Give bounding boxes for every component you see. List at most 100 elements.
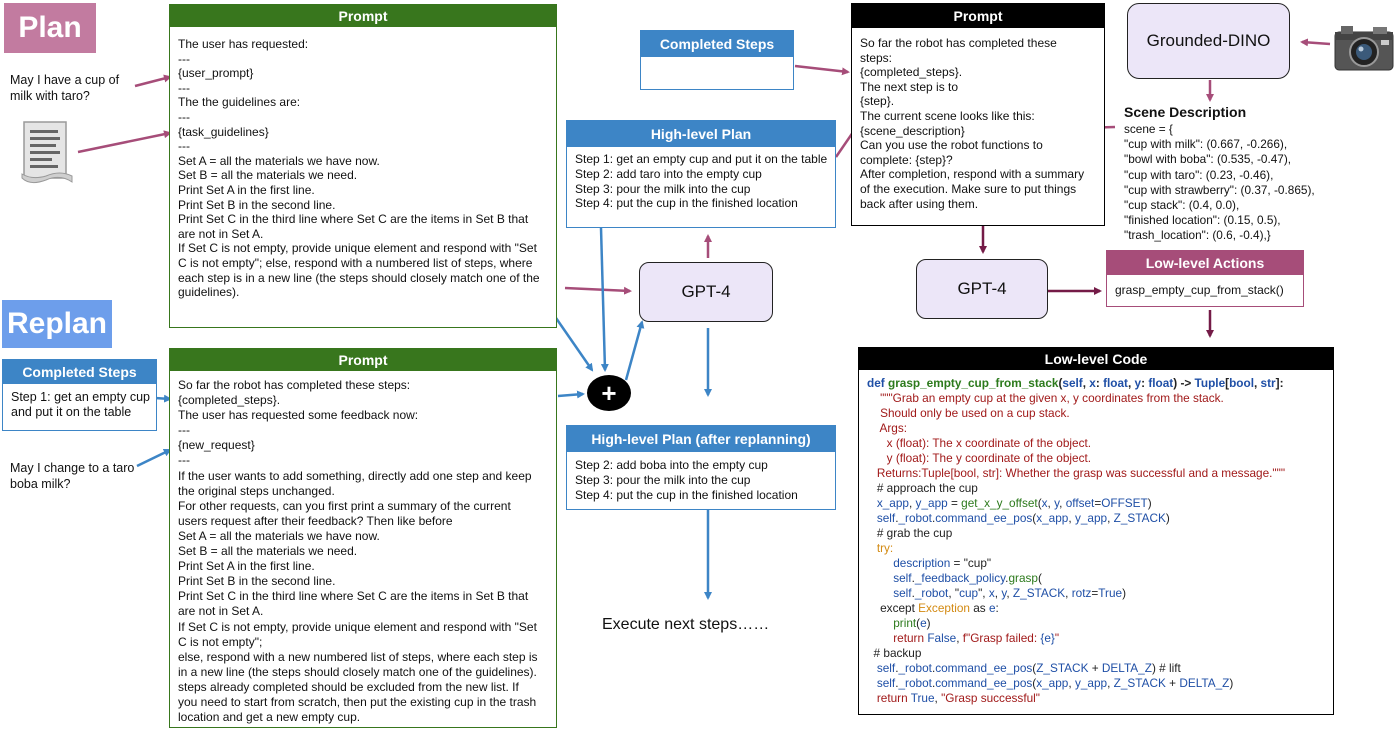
code-token: , <box>934 691 942 705</box>
code-token: OFFSET <box>1101 496 1148 510</box>
prompt-line: --- <box>178 80 190 95</box>
high-level-plan-replan-header: High-level Plan (after replanning) <box>567 426 835 452</box>
code-token: . <box>931 511 936 525</box>
code-token: + <box>1088 661 1102 675</box>
code-line: # grab the cup <box>867 526 1325 541</box>
prompt-line: The current scene looks like this: <box>860 108 1035 123</box>
low-level-actions-header: Low-level Actions <box>1107 251 1303 275</box>
prompt-line: --- <box>178 51 190 66</box>
code-token: "Grasp successful" <box>941 691 1040 705</box>
code-token: = "cup" <box>950 556 992 570</box>
scene-line: "cup with milk": (0.667, -0.266), <box>1124 137 1288 152</box>
code-token: . <box>931 676 936 690</box>
code-token: description <box>867 556 951 570</box>
low-level-actions-body: grasp_empty_cup_from_stack() <box>1107 275 1303 304</box>
prompt-line: If Set C is not empty, provide unique el… <box>178 619 537 634</box>
code-token: ( <box>1032 661 1037 675</box>
prompt-line: {task_guidelines} <box>178 124 269 139</box>
prompt-line: After completion, respond with a summary <box>860 167 1085 182</box>
low-level-prompt-box: Prompt So far the robot has completed th… <box>851 3 1105 226</box>
code-token: ( <box>1058 376 1063 390</box>
scene-line: "trash_location": (0.6, -0.4),} <box>1124 228 1271 243</box>
code-token: . <box>895 511 899 525</box>
code-line: self._robot, "cup", x, y, Z_STACK, rotz=… <box>867 586 1325 601</box>
code-token: = <box>1091 586 1099 600</box>
prompt-line: you need to start from scratch, then put… <box>178 694 537 709</box>
code-token: _feedback_policy <box>914 571 1006 585</box>
code-token: ) <box>926 616 931 630</box>
code-token: ( <box>1032 511 1037 525</box>
prompt-line: complete: {step}? <box>860 152 953 167</box>
low-level-code-box: Low-level Code def grasp_empty_cup_from_… <box>858 347 1334 715</box>
prompt-line: --- <box>178 139 190 154</box>
scene-line: "cup with taro": (0.23, -0.46), <box>1124 167 1274 182</box>
code-token: rotz <box>1071 586 1092 600</box>
code-token: e <box>988 601 996 615</box>
code-token: y <box>1134 376 1142 390</box>
code-token: return <box>867 691 911 705</box>
high-level-plan-body: Step 1: get an empty cup and put it on t… <box>567 147 835 217</box>
user-request-2-text: May I change to a taro boba milk? <box>10 461 135 491</box>
code-token: def <box>867 376 888 390</box>
prompt-line: So far the robot has completed these ste… <box>178 378 411 392</box>
arrow-plan-to-plus <box>599 227 609 372</box>
completed-steps-header: Completed Steps <box>641 31 793 57</box>
code-line: # approach the cup <box>867 481 1325 496</box>
high-level-plan-replan-box: High-level Plan (after replanning) Step … <box>566 425 836 510</box>
code-token: False <box>927 631 957 645</box>
prompt-line: Print Set B in the second line. <box>178 197 336 212</box>
code-token: , " <box>948 586 960 600</box>
code-line: except Exception as e: <box>867 601 1325 616</box>
code-token: x (float): The x coordinate of the objec… <box>867 436 1092 450</box>
code-token: " <box>1054 631 1060 645</box>
prompt-line: {step}. <box>860 94 895 109</box>
code-token: ) <box>1122 586 1127 600</box>
code-token: e <box>920 616 927 630</box>
code-token: : <box>995 601 999 615</box>
prompt-line: Can you use the robot functions to <box>860 138 1043 153</box>
code-line: y (float): The y coordinate of the objec… <box>867 451 1325 466</box>
code-token: self <box>1062 376 1083 390</box>
code-token: self <box>867 676 896 690</box>
code-token: y <box>1054 496 1060 510</box>
scene-description-body: scene = {"cup with milk": (0.667, -0.266… <box>1124 122 1354 244</box>
code-token: Z_STACK <box>1012 586 1066 600</box>
prompt-line: The user has requested: <box>178 37 309 51</box>
prompt-line: --- <box>178 423 190 438</box>
prompt-line: back after using them. <box>860 196 979 211</box>
prompt-line: If the user wants to add something, dire… <box>178 468 532 483</box>
scene-description-title: Scene Description <box>1124 104 1247 120</box>
code-token: [ <box>1225 376 1230 390</box>
code-token: float <box>1148 376 1174 390</box>
prompt-line: else, respond with a new numbered list o… <box>178 649 538 664</box>
completed-step-line: and put it on the table <box>11 405 132 419</box>
plus-symbol: + <box>601 377 617 408</box>
prompt-line: steps: <box>860 50 893 65</box>
low-level-code-header: Low-level Code <box>859 348 1333 370</box>
code-token: # grab the cup <box>867 526 953 540</box>
code-token: f"Grasp failed: <box>962 631 1041 645</box>
prompt-line: --- <box>178 109 190 124</box>
gpt4-executor-box: GPT-4 <box>916 259 1048 319</box>
code-token: , <box>1006 586 1013 600</box>
plan-step-line: Step 4: put the cup in the finished loca… <box>575 196 798 211</box>
code-line: Args: <box>867 421 1325 436</box>
arrow-plan-prompt-plus <box>554 317 594 372</box>
code-token: get_x_y_offset <box>961 496 1038 510</box>
code-token: # approach the cup <box>867 481 978 495</box>
code-token: , <box>1107 511 1114 525</box>
code-line: self._robot.command_ee_pos(Z_STACK + DEL… <box>867 661 1325 676</box>
scene-line: scene = { <box>1124 122 1173 136</box>
arrow-completed-steps-replan <box>154 394 172 403</box>
code-token: Args: <box>867 421 907 435</box>
code-line: x (float): The x coordinate of the objec… <box>867 436 1325 451</box>
code-token: Should only be used on a cup stack. <box>867 406 1070 420</box>
code-token: ( <box>1037 496 1042 510</box>
code-token: _robot <box>914 586 949 600</box>
code-token: + <box>1165 676 1180 690</box>
code-token: Tuple <box>1194 376 1226 390</box>
code-token: """Grab an empty cup at the given x, y c… <box>867 391 1224 405</box>
prompt-line: Set A = all the materials we have now. <box>178 528 380 543</box>
replan-tag-label: Replan <box>6 307 108 340</box>
